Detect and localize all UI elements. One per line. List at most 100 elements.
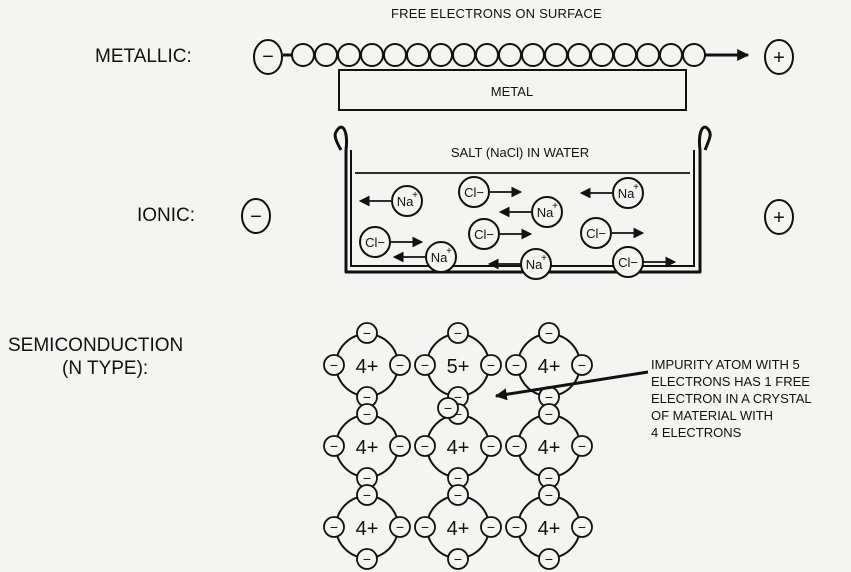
free-electron (521, 43, 545, 67)
free-electron (613, 43, 637, 67)
bound-electron: − (505, 435, 527, 457)
bound-electron: − (389, 354, 411, 376)
svg-text:4+: 4+ (447, 437, 470, 459)
svg-text:+: + (446, 246, 452, 257)
svg-text:−: − (545, 389, 553, 405)
svg-text:Na: Na (537, 205, 554, 220)
free-electron (360, 43, 384, 67)
svg-text:Cl−: Cl− (464, 185, 484, 200)
free-electron (475, 43, 499, 67)
svg-text:−: − (545, 487, 553, 503)
svg-text:4+: 4+ (538, 356, 561, 378)
ions-in-solution: Na+Cl−Na+Na+Cl−Cl−Na+Cl−Na+Cl− (358, 176, 677, 280)
svg-text:Cl−: Cl− (365, 235, 385, 250)
svg-text:−: − (578, 438, 586, 454)
sodium-ion: Na+ (425, 241, 457, 273)
bound-electron: − (505, 354, 527, 376)
bound-electron: − (571, 354, 593, 376)
free-electron (314, 43, 338, 67)
svg-text:−: − (330, 519, 338, 535)
metallic-negative-terminal: − (253, 39, 283, 75)
bound-electron: − (414, 516, 436, 538)
svg-text:−: − (454, 470, 462, 486)
svg-text:−: − (487, 438, 495, 454)
metal-bar: METAL (338, 69, 687, 111)
bound-electron: − (323, 435, 345, 457)
free-electrons-caption: FREE ELECTRONS ON SURFACE (391, 6, 602, 21)
svg-text:−: − (545, 551, 553, 567)
free-electron (406, 43, 430, 67)
free-electron (452, 43, 476, 67)
bound-electron: − (538, 548, 560, 570)
chloride-ion: Cl− (458, 176, 490, 208)
svg-text:4+: 4+ (356, 437, 379, 459)
svg-text:−: − (396, 438, 404, 454)
ionic-negative-terminal: − (241, 198, 271, 234)
svg-text:Cl−: Cl− (586, 226, 606, 241)
svg-text:+: + (412, 190, 418, 201)
free-electron (636, 43, 660, 67)
svg-text:Cl−: Cl− (618, 255, 638, 270)
svg-text:+: + (773, 207, 785, 229)
sodium-ion: Na+ (612, 177, 644, 209)
svg-text:4+: 4+ (447, 518, 470, 540)
bound-electron: − (414, 435, 436, 457)
svg-text:−: − (262, 46, 274, 68)
svg-text:Na: Na (618, 186, 635, 201)
svg-text:−: − (330, 438, 338, 454)
bound-electron: − (356, 403, 378, 425)
free-electron (337, 43, 361, 67)
svg-text:−: − (363, 470, 371, 486)
ionic-row-label: IONIC: (137, 205, 196, 226)
bound-electron: − (389, 435, 411, 457)
svg-text:4+: 4+ (356, 518, 379, 540)
svg-text:5+: 5+ (447, 356, 470, 378)
metallic-row-label: METALLIC: (95, 46, 192, 67)
bound-electron: − (538, 403, 560, 425)
svg-text:−: − (454, 389, 462, 405)
host-atom: 4+ (517, 333, 581, 397)
svg-text:−: − (512, 357, 520, 373)
bound-electron: − (356, 484, 378, 506)
bound-electron: − (323, 354, 345, 376)
svg-text:−: − (250, 206, 262, 228)
ionic-positive-terminal: + (764, 199, 794, 235)
free-electron-chain (291, 43, 706, 67)
free-electron (590, 43, 614, 67)
bound-electron: − (571, 435, 593, 457)
svg-text:−: − (363, 551, 371, 567)
svg-text:Na: Na (397, 194, 414, 209)
svg-text:−: − (363, 389, 371, 405)
chloride-ion: Cl− (359, 226, 391, 258)
svg-text:−: − (545, 325, 553, 341)
bound-electron: − (437, 397, 459, 419)
bound-electron: − (447, 484, 469, 506)
svg-text:Na: Na (526, 257, 543, 272)
bound-electron: − (356, 548, 378, 570)
bound-electron: − (480, 435, 502, 457)
svg-text:4+: 4+ (538, 518, 561, 540)
svg-text:−: − (421, 519, 429, 535)
svg-text:−: − (330, 357, 338, 373)
bound-electron: − (389, 516, 411, 538)
svg-text:−: − (487, 357, 495, 373)
sodium-ion: Na+ (531, 196, 563, 228)
svg-text:Na: Na (431, 250, 448, 265)
svg-text:−: − (454, 487, 462, 503)
svg-text:Cl−: Cl− (474, 227, 494, 242)
metallic-positive-terminal: + (764, 39, 794, 75)
metal-label: METAL (491, 84, 533, 99)
bound-electron: − (538, 322, 560, 344)
svg-text:−: − (578, 357, 586, 373)
crystal-lattice: 4+5+4+4+4+4+4+4+4+−−−−−−−−−−−−−−−−−−−−−−… (323, 322, 593, 570)
free-electron (567, 43, 591, 67)
semiconduction-row-label: SEMICONDUCTION (8, 335, 184, 356)
svg-text:4+: 4+ (356, 356, 379, 378)
svg-text:+: + (773, 47, 785, 69)
svg-text:−: − (363, 325, 371, 341)
svg-text:−: − (454, 551, 462, 567)
svg-text:+: + (541, 253, 547, 264)
bound-electron: − (323, 516, 345, 538)
svg-text:−: − (444, 400, 452, 416)
